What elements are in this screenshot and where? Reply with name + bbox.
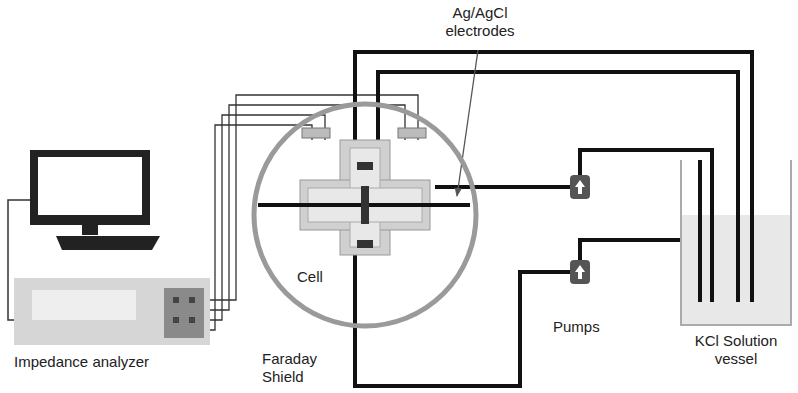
solution-vessel xyxy=(680,160,792,326)
keyboard xyxy=(56,236,160,250)
tube xyxy=(435,185,570,189)
node-label: Cell xyxy=(297,268,357,286)
tube xyxy=(580,150,712,176)
analyzer-panel xyxy=(14,278,210,345)
node-label: Faraday Shield xyxy=(262,350,334,386)
node-label: Impedance analyzer xyxy=(14,353,210,371)
analyzer-body xyxy=(14,278,210,345)
pump xyxy=(570,260,590,284)
cell-body xyxy=(295,140,435,260)
tube xyxy=(378,72,738,160)
node-label: KCl Solution vessel xyxy=(680,332,792,368)
monitor-stand xyxy=(82,225,98,235)
connector-block xyxy=(398,128,426,138)
monitor-screen xyxy=(38,157,142,215)
connector-block xyxy=(302,128,330,138)
wire xyxy=(210,125,312,330)
vessel-box: KCl Solution vessel xyxy=(680,160,792,370)
membrane xyxy=(361,186,369,224)
part-label: Pumps xyxy=(553,318,623,336)
monitor xyxy=(30,150,150,225)
faraday-shield: CellFaraday Shield xyxy=(250,100,480,330)
tube xyxy=(355,255,570,386)
tube xyxy=(355,52,752,160)
cell-box: Cell xyxy=(295,140,435,300)
analyzer-box: Impedance analyzer xyxy=(14,278,210,378)
callout-label: Ag/AgCl electrodes xyxy=(425,4,535,40)
pump xyxy=(570,175,590,199)
